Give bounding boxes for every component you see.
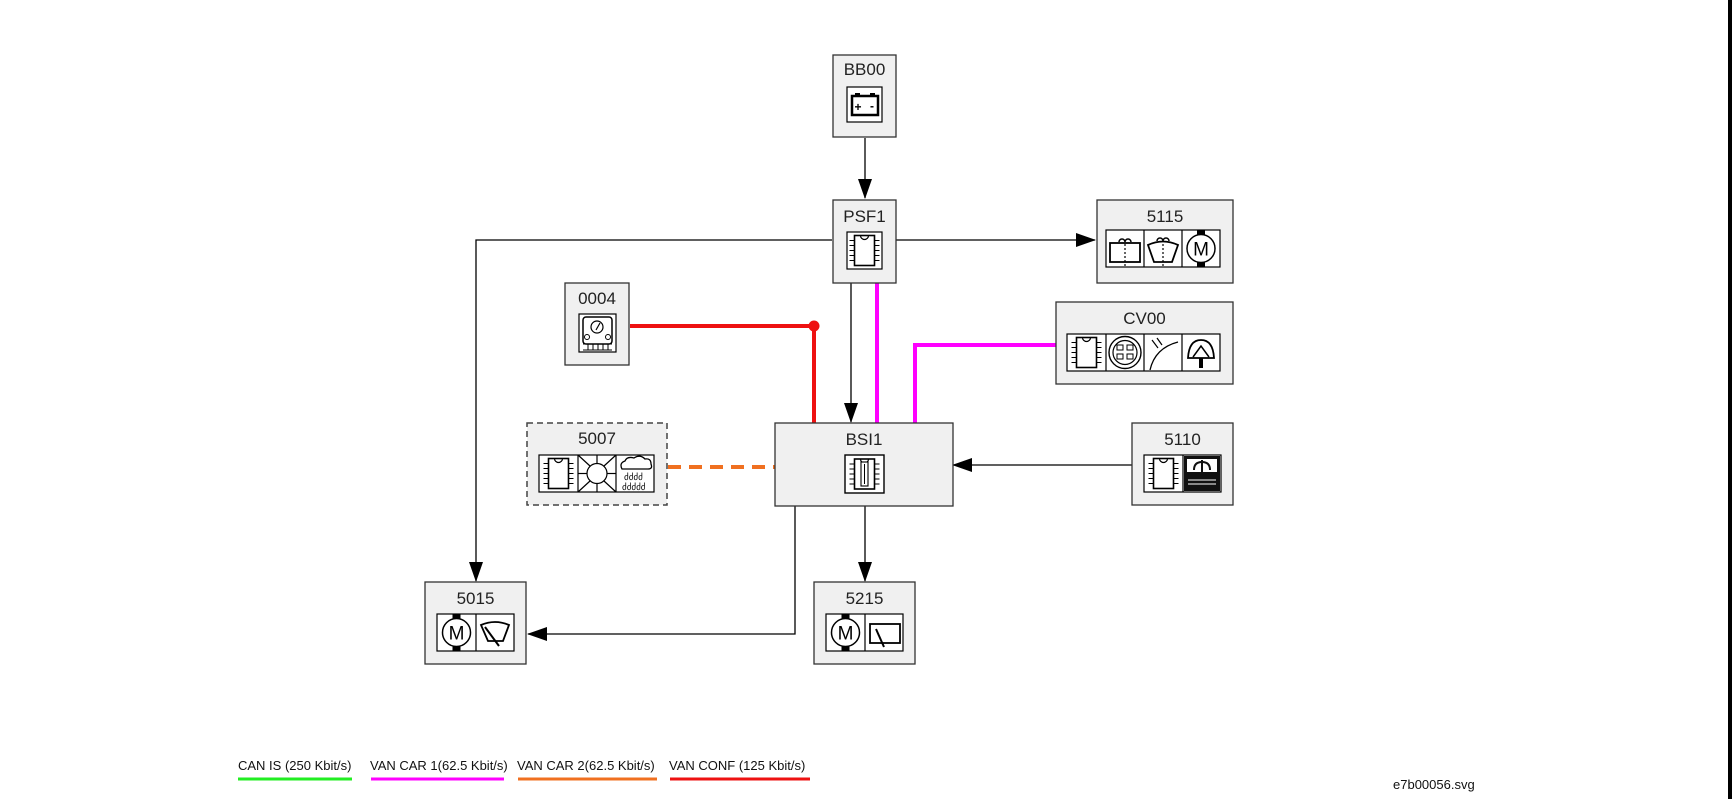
legend-item-van-conf: VAN CONF (125 Kbit/s) — [669, 758, 810, 781]
node-label: CV00 — [1123, 309, 1166, 328]
node-bb00[interactable]: BB00 + - — [832, 54, 897, 138]
node-label: BSI1 — [846, 430, 883, 449]
ecu-chip-icon — [542, 457, 575, 490]
node-5015[interactable]: 5015 — [424, 581, 527, 665]
node-5007[interactable]: 5007 ძძძძ ძძძძძ — [526, 422, 668, 506]
svg-text:+: + — [854, 100, 861, 114]
node-label: PSF1 — [843, 207, 886, 226]
svg-text:VAN CAR 2(62.5 Kbit/s): VAN CAR 2(62.5 Kbit/s) — [517, 758, 655, 773]
node-label: 5215 — [846, 589, 884, 608]
svg-text:ძძძძძ: ძძძძძ — [622, 482, 646, 492]
van-conf-junction — [808, 320, 820, 332]
svg-text:VAN CONF (125 Kbit/s): VAN CONF (125 Kbit/s) — [669, 758, 805, 773]
node-bsi1[interactable]: BSI1 — [774, 422, 954, 507]
battery-icon: + - — [846, 86, 883, 123]
instrument-panel-icon — [578, 313, 617, 353]
node-psf1[interactable]: PSF1 — [832, 199, 897, 284]
node-label: 5110 — [1164, 430, 1201, 449]
node-label: 5115 — [1147, 207, 1184, 226]
sun-sensor-icon — [577, 454, 617, 493]
legend-item-can-is: CAN IS (250 Kbit/s) — [238, 758, 352, 781]
right-edge-border — [1728, 0, 1732, 799]
node-label: BB00 — [844, 60, 886, 79]
rear-washer-icon — [1109, 238, 1141, 266]
legend-item-van-car1: VAN CAR 1(62.5 Kbit/s) — [370, 758, 508, 781]
node-cv00[interactable]: CV00 — [1055, 301, 1234, 385]
fused-ecu-icon — [848, 458, 881, 490]
node-5215[interactable]: 5215 — [813, 581, 916, 665]
washer-fluid-level-icon — [1184, 456, 1220, 491]
light-beam-icon — [1149, 337, 1179, 371]
horn-icon — [1187, 339, 1215, 368]
van-car1-cv00-bsi1 — [913, 343, 1056, 423]
switch-control-icon — [1108, 335, 1142, 370]
node-label: 5015 — [457, 589, 495, 608]
van-conf-0004-bsi1 — [630, 324, 816, 423]
front-wiper-icon — [479, 621, 511, 647]
node-5110[interactable]: 5110 — [1131, 422, 1234, 506]
windscreen-washer-icon — [1146, 237, 1180, 266]
legend-item-van-car2: VAN CAR 2(62.5 Kbit/s) — [517, 758, 657, 781]
node-5115[interactable]: 5115 — [1096, 199, 1234, 284]
wire-psf1-5015 — [469, 239, 832, 582]
legend: CAN IS (250 Kbit/s) VAN CAR 1(62.5 Kbit/… — [238, 758, 810, 781]
rain-sensor-icon: ძძძძ ძძძძძ — [620, 455, 653, 492]
diagram-filename: e7b00056.svg — [1393, 777, 1475, 792]
rear-wiper-icon — [869, 623, 901, 648]
svg-text:-: - — [870, 99, 874, 113]
svg-text:VAN CAR 1(62.5 Kbit/s): VAN CAR 1(62.5 Kbit/s) — [370, 758, 508, 773]
node-label: 0004 — [578, 289, 616, 308]
ecu-chip-icon — [1070, 336, 1103, 369]
ecu-chip-icon — [848, 234, 881, 267]
node-label: 5007 — [578, 429, 616, 448]
connections — [469, 138, 1132, 641]
wire-bsi1-5015 — [527, 506, 796, 641]
svg-text:CAN IS (250 Kbit/s): CAN IS (250 Kbit/s) — [238, 758, 351, 773]
svg-text:ძძძძ: ძძძძ — [624, 472, 643, 482]
ecu-chip-icon — [1147, 457, 1180, 490]
node-0004[interactable]: 0004 — [564, 282, 630, 366]
